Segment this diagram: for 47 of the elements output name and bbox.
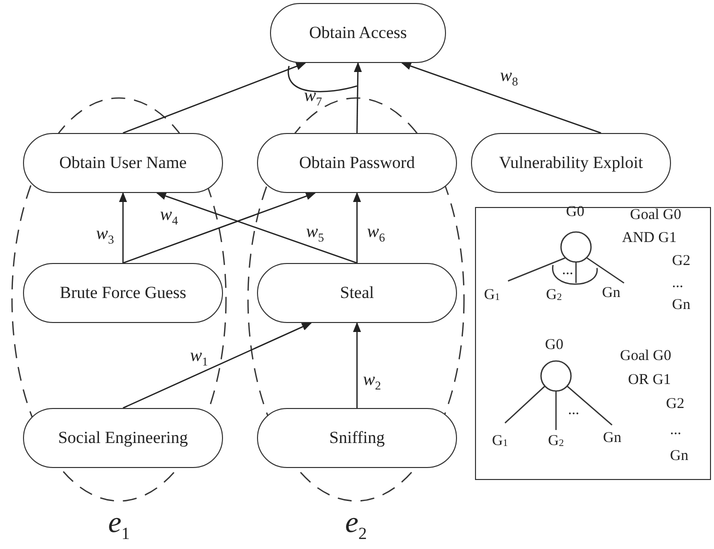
arrow (119, 192, 127, 263)
legend-text: G2 (672, 254, 690, 269)
arrow (401, 62, 602, 134)
edge-label: w$_{1}$ (190, 346, 208, 368)
legend-text: ... (672, 276, 684, 291)
process-box: Obtain Password (257, 133, 457, 193)
process-box: Steal (257, 263, 457, 323)
legend-text: Gn (670, 449, 688, 464)
group-label: e$_{1}$ (107, 508, 131, 542)
process-box: Brute Force Guess (23, 263, 223, 323)
group-label: e$_{2}$ (344, 508, 368, 542)
legend-text: G$_{1}$ (492, 434, 508, 449)
legend-text: G2 (666, 397, 684, 412)
arrow (354, 62, 362, 133)
edge-label: w$_{8}$ (500, 66, 518, 88)
arrow (353, 192, 361, 263)
arrow (122, 192, 316, 264)
legend-text: G$_{2}$ (548, 434, 564, 449)
legend-text: Goal G0 (620, 349, 672, 364)
legend-text: G$_{2}$ (546, 288, 562, 303)
legend-text: G$_{1}$ (484, 288, 500, 303)
process-box: Vulnerability Exploit (471, 133, 671, 193)
edge-label: w$_{2}$ (363, 370, 382, 392)
process-box: Social Engineering (23, 408, 223, 468)
edge-label: w$_{4}$ (160, 205, 178, 227)
legend-text: G0 (566, 205, 584, 220)
arrow (156, 192, 358, 264)
edge-label: w$_{7}$ (304, 86, 322, 108)
edge-label: w$_{6}$ (367, 222, 386, 244)
process-box: Sniffing (257, 408, 457, 468)
arrow (353, 322, 361, 408)
legend-text: Gn (603, 431, 622, 446)
legend-text: ... (568, 403, 580, 418)
legend-text: Gn (672, 298, 690, 313)
edge-label: w$_{3}$ (96, 224, 114, 246)
legend-text: Gn (602, 286, 620, 301)
arrow (122, 322, 312, 409)
legend-text: OR G1 (628, 373, 671, 388)
legend-text: ... (562, 263, 574, 278)
legend-text: G0 (545, 338, 564, 353)
edge-label: w$_{5}$ (306, 222, 324, 244)
legend-text: Goal G0 (630, 208, 682, 223)
process-box: Obtain User Name (23, 133, 223, 193)
legend-text: AND G1 (622, 231, 677, 246)
process-box: Obtain Access (270, 3, 446, 63)
arrow (122, 62, 306, 134)
legend-text: ... (670, 423, 682, 438)
